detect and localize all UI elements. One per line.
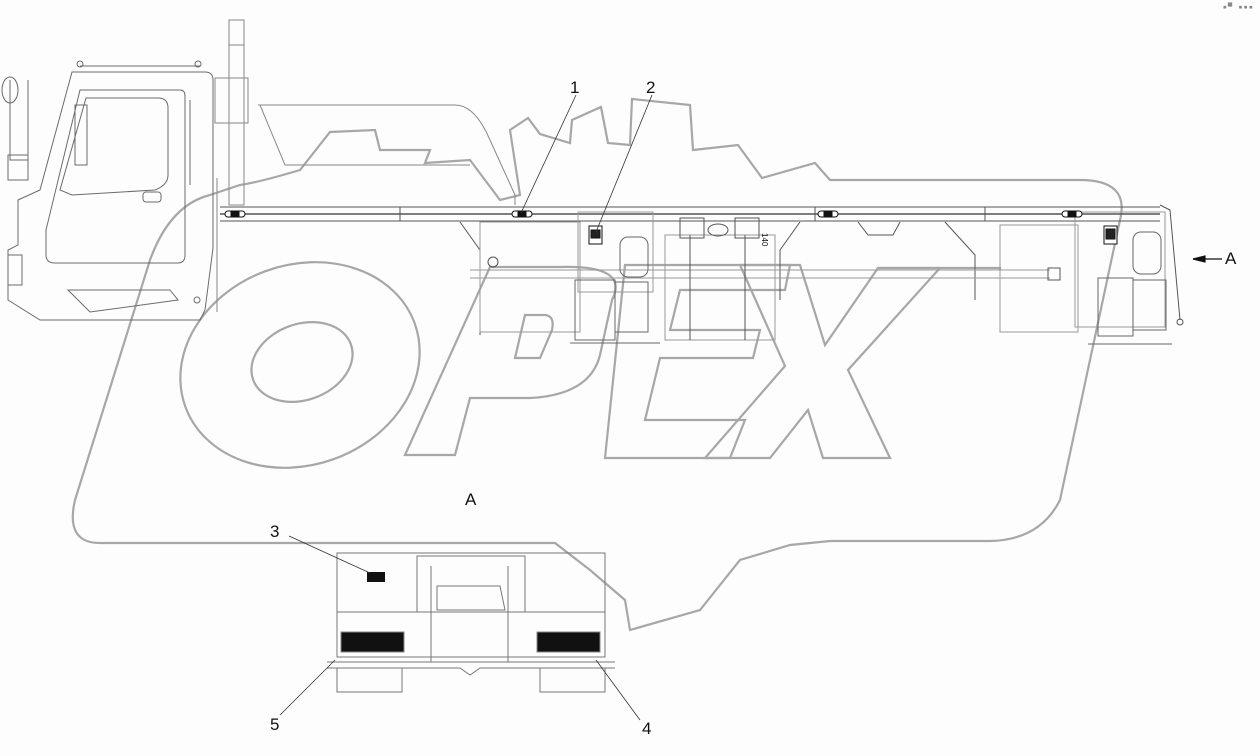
callout-5: 5: [270, 715, 280, 734]
callout-3: 3: [270, 522, 280, 541]
rear-reflector-left: [340, 631, 405, 653]
dimension-label: 140: [760, 233, 769, 247]
rear-reflector-right: [536, 631, 601, 653]
outrigger-units: [570, 231, 1172, 345]
view-arrow-label: A: [1225, 249, 1237, 268]
marker-lights: [224, 210, 1083, 218]
callout-2: 2: [646, 78, 656, 97]
rear-label-decal: [367, 572, 385, 582]
truck-cab: [1, 60, 214, 321]
boom-rest: [214, 19, 516, 312]
leader-lines: [279, 94, 653, 721]
chassis-frame: [220, 204, 1184, 341]
callout-1: 1: [570, 78, 580, 97]
view-a-title: A: [465, 490, 477, 509]
view-a-arrow: [1192, 255, 1222, 263]
rear-view-a: [327, 552, 615, 693]
gear-outline-icon: [71, 97, 1123, 632]
label-plates: [588, 225, 1118, 245]
corner-mark: ▪▀ ▪▪▪: [1222, 3, 1254, 11]
opex-watermark: [71, 97, 1123, 632]
callout-4: 4: [642, 719, 652, 738]
